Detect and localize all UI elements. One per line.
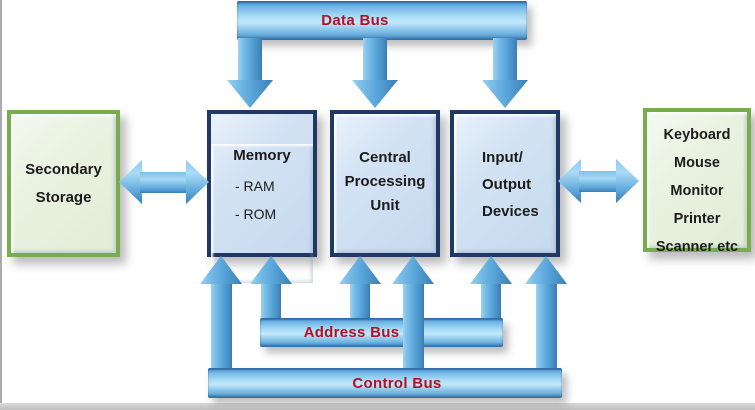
- data-bus-arrow-cpu-head-icon: [352, 80, 398, 108]
- data-bus-arrow-io-head-icon: [482, 80, 528, 108]
- io-peripherals-arrow-left-head-icon: [558, 159, 581, 203]
- memory-box: Memory - RAM - ROM: [207, 110, 317, 257]
- cpu-line2: Processing: [344, 173, 426, 190]
- address-bus-bar: Address Bus: [260, 318, 503, 347]
- io-devices-box: Input/ Output Devices: [450, 110, 560, 257]
- io-line3: Devices: [482, 203, 539, 220]
- address-bus-label: Address Bus: [303, 324, 400, 341]
- control-bus-arrow-io-head-icon: [525, 256, 567, 284]
- cpu-line1: Central: [359, 149, 411, 166]
- secondary-storage-line1: Secondary: [25, 161, 102, 178]
- data-bus-arrow-cpu-shaft: [363, 38, 387, 82]
- peripheral-scanner: Scanner etc: [655, 239, 739, 255]
- data-bus-arrow-memory-shaft: [238, 38, 262, 82]
- peripheral-monitor: Monitor: [670, 183, 724, 199]
- cpu-line3: Unit: [370, 197, 400, 214]
- control-bus-arrow-cpu-head-icon: [392, 256, 434, 284]
- peripheral-printer: Printer: [673, 211, 721, 227]
- control-bus-arrow-io-shaft: [536, 282, 557, 368]
- memory-item-ram: - RAM: [235, 178, 275, 194]
- address-bus-arrow-io-head-icon: [470, 256, 512, 284]
- io-line2: Output: [482, 176, 532, 193]
- storage-memory-arrow-left-head-icon: [119, 160, 142, 204]
- cpu-box: Central Processing Unit: [330, 110, 440, 257]
- page-left-edge: [0, 0, 2, 410]
- data-bus-label: Data Bus: [321, 12, 389, 29]
- peripherals-box: Keyboard Mouse Monitor Printer Scanner e…: [643, 108, 751, 255]
- io-peripherals-arrow-right-head-icon: [616, 159, 639, 203]
- peripheral-mouse: Mouse: [674, 155, 720, 171]
- secondary-storage-line2: Storage: [35, 189, 92, 206]
- data-bus-arrow-memory-head-icon: [227, 80, 273, 108]
- address-bus-arrow-cpu-shaft: [350, 282, 370, 318]
- page-bottom-edge: [0, 403, 755, 410]
- address-bus-arrow-cpu-head-icon: [339, 256, 381, 284]
- io-peripherals-arrow-shaft: [579, 171, 619, 192]
- secondary-storage-box: Secondary Storage: [7, 110, 120, 257]
- memory-box-title: Memory: [233, 147, 291, 164]
- control-bus-arrow-cpu-shaft: [403, 282, 424, 368]
- address-bus-arrow-memory-shaft: [261, 282, 281, 318]
- io-line1: Input/: [482, 149, 523, 166]
- storage-memory-arrow-right-head-icon: [186, 160, 209, 204]
- data-bus-bar: Data Bus: [237, 1, 527, 40]
- peripheral-keyboard: Keyboard: [663, 127, 731, 143]
- address-bus-arrow-io-shaft: [481, 282, 501, 318]
- control-bus-arrow-memory-shaft: [211, 282, 232, 368]
- storage-memory-arrow-shaft: [140, 172, 188, 193]
- control-bus-label: Control Bus: [352, 374, 442, 392]
- memory-item-rom: - ROM: [235, 206, 277, 222]
- control-bus-bar: Control Bus: [208, 368, 562, 398]
- data-bus-arrow-io-shaft: [493, 38, 517, 82]
